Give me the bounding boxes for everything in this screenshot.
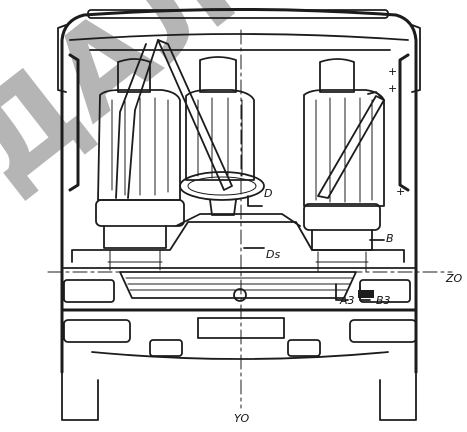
left-seat-rails (107, 249, 163, 271)
left-seatback (97, 89, 181, 201)
center-seatback-stitching (197, 97, 243, 179)
left-pillar (68, 53, 80, 192)
right-wheel-arch (379, 371, 417, 421)
center-belt-shoulder (157, 39, 233, 191)
label-zo: ZO (445, 272, 463, 285)
left-indicator (149, 339, 183, 357)
label-d: D (264, 187, 272, 200)
instrument-hood (175, 213, 301, 227)
reference-labels: D Ds B A3 B3 ZO YO (234, 187, 463, 425)
steering-wheel (179, 171, 265, 216)
right-belt-anchor (367, 91, 385, 101)
right-mirror-arm (411, 24, 421, 93)
watermark: ДАЛ (0, 0, 262, 213)
dashboard (63, 213, 415, 269)
brand-emblem (233, 288, 247, 302)
left-mirror-arm (57, 24, 67, 93)
right-seat-cushion (303, 203, 381, 231)
left-belt-shoulder (127, 39, 159, 199)
center-seatback (185, 89, 255, 181)
plus-mark: + (388, 82, 397, 95)
anchorage-markers: + + + (243, 65, 405, 301)
dashboard-outline (71, 221, 405, 263)
grille-slats (125, 277, 353, 291)
steering-column (209, 199, 237, 216)
label-yo: YO (234, 412, 250, 425)
steering-rim (179, 171, 265, 201)
left-fog-lamp-housing (63, 319, 131, 343)
right-indicator (287, 339, 321, 357)
label-ds: Ds (266, 248, 280, 261)
roof-inner-line (69, 33, 409, 41)
left-seatback-stitching (111, 97, 169, 196)
marker-d-arrow (247, 195, 263, 207)
right-belt-shoulder (317, 95, 385, 199)
left-seat-base (103, 225, 167, 249)
right-fog-lamp-housing (349, 319, 417, 343)
roof-marker-strip (87, 9, 389, 19)
label-b3: B3 (376, 294, 391, 307)
marker-b3-block (358, 290, 374, 298)
center-headrest (199, 56, 237, 93)
marker-a3-arrow (335, 283, 349, 301)
steering-inner-rim (187, 176, 257, 196)
watermark-text: ДАЛ (0, 0, 262, 213)
left-seat-cushion (95, 199, 185, 227)
grille-frame (119, 271, 357, 299)
right-headrest (319, 58, 355, 93)
seat-belts (115, 39, 385, 199)
label-a3: A3 (339, 294, 355, 307)
label-b: B (386, 232, 394, 245)
bumper-bottom (91, 351, 389, 360)
left-wheel-arch (61, 371, 99, 421)
left-headlight (63, 279, 115, 303)
right-seat-base (311, 229, 373, 251)
right-pillar (398, 53, 410, 192)
right-seat-rails (315, 251, 369, 273)
bus-body (57, 8, 421, 374)
front-end (60, 271, 418, 421)
center-seat (185, 56, 255, 181)
left-seat (95, 58, 185, 271)
plus-mark: + (388, 65, 397, 78)
left-belt-shoulder-edge (115, 43, 147, 199)
plus-mark: + (396, 185, 405, 198)
reference-axes (47, 29, 453, 409)
